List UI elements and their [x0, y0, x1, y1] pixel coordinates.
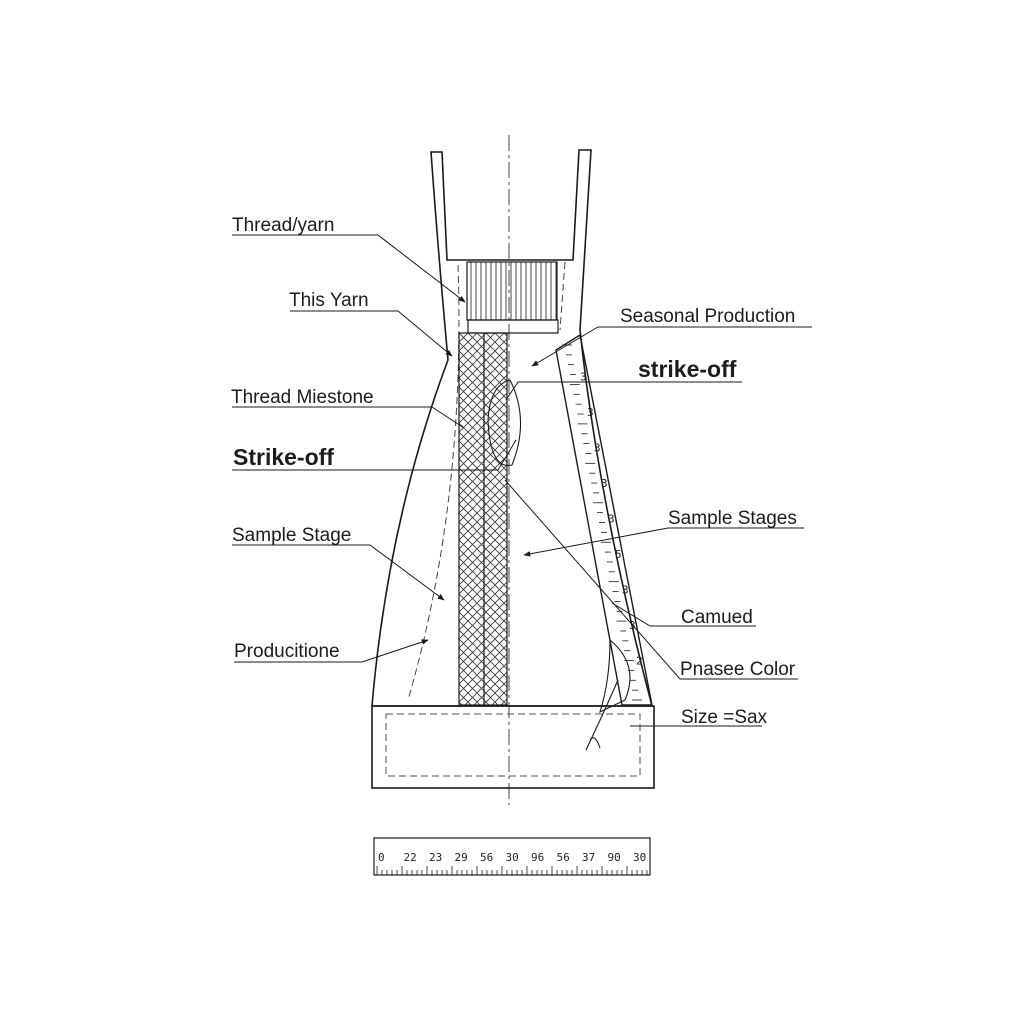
tape-number: 3: [594, 442, 601, 455]
label-this-yarn: This Yarn: [289, 290, 369, 311]
ruler-number: 90: [608, 851, 621, 864]
label-sample-stages: Sample Stages: [668, 508, 797, 529]
tape-number: 3: [622, 584, 629, 597]
ruler-number: 56: [480, 851, 493, 864]
ruler-numbers: 0 22 23 29 56 30 96 56 37 90 30: [378, 851, 646, 864]
hatched-column: [458, 332, 508, 706]
tape-number: 3: [608, 513, 615, 526]
bottom-ruler: 0 22 23 29 56 30 96 56 37 90 30: [373, 837, 651, 876]
base-inner: [385, 713, 641, 777]
ruler-number: 0: [378, 851, 385, 864]
label-strike-off-left: Strike-off: [233, 444, 334, 470]
milestone-arc: [487, 379, 522, 466]
tape-number: 2: [636, 655, 643, 668]
ruler-number: 56: [557, 851, 570, 864]
label-pnasee-color: Pnasee Color: [680, 659, 796, 680]
leaders-right: [504, 326, 812, 727]
label-sample-stage: Sample Stage: [232, 525, 351, 546]
ruler-number: 22: [404, 851, 417, 864]
ruler-ticks: [376, 866, 648, 875]
ruler-number: 96: [531, 851, 544, 864]
ruler-number: 23: [429, 851, 442, 864]
tape-number: 5: [615, 548, 622, 561]
label-productione: Producitione: [234, 641, 340, 662]
pointer-curve: [585, 679, 619, 751]
leaders-left: [232, 234, 517, 663]
ruler-number: 37: [582, 851, 595, 864]
label-thread-yarn: Thread/yarn: [232, 215, 334, 236]
tape-number: 3: [580, 371, 587, 384]
label-strike-off-right: strike-off: [638, 356, 737, 382]
label-size-sax: Size =Sax: [681, 707, 768, 728]
label-seasonal-production: Seasonal Production: [620, 306, 795, 327]
label-camued: Camued: [681, 607, 753, 628]
tape-number: 3: [601, 477, 608, 490]
tape-number: 3: [587, 406, 594, 419]
base-box: [371, 705, 655, 789]
label-thread-milestone: Thread Miestone: [231, 387, 374, 408]
ruler-number: 30: [633, 851, 646, 864]
ruler-number: 30: [506, 851, 519, 864]
ruler-number: 29: [455, 851, 468, 864]
collar: [467, 319, 559, 334]
flask-body: [371, 149, 654, 707]
neck-band: [466, 261, 558, 321]
